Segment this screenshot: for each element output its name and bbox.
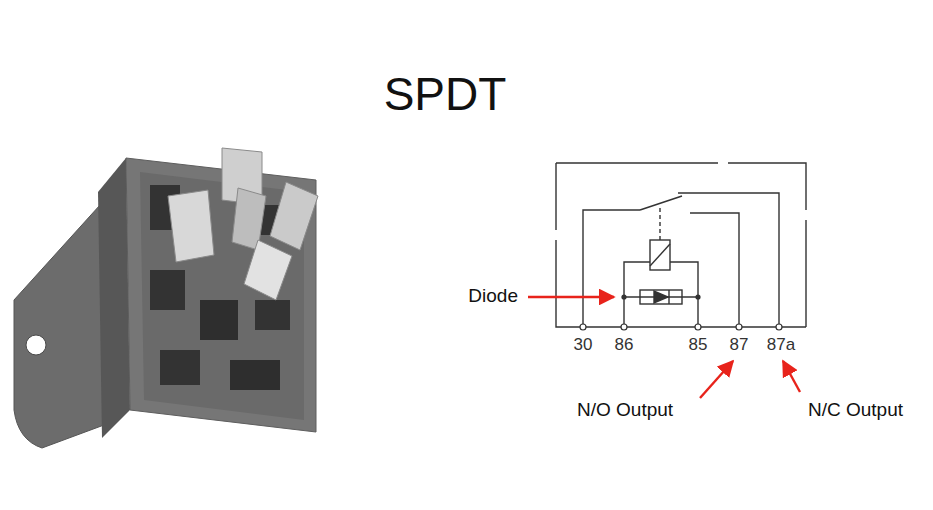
switch-blade — [640, 196, 682, 210]
wire — [624, 262, 650, 327]
pin-terminal — [621, 324, 627, 330]
callout-label: Diode — [468, 285, 518, 307]
terminal-slot — [150, 270, 185, 310]
junction-dots — [621, 294, 700, 299]
title: SPDT — [384, 68, 507, 121]
relay-schematic — [556, 163, 806, 327]
mounting-flange — [14, 205, 104, 448]
terminal-slot — [160, 350, 200, 385]
mounting-hole — [26, 335, 46, 355]
terminal-slot — [230, 360, 280, 390]
pin-number: 85 — [689, 335, 708, 355]
wire — [583, 210, 640, 327]
terminal-tab — [232, 188, 266, 250]
terminal-slot — [255, 300, 290, 330]
wire — [678, 193, 779, 327]
pin-terminal — [736, 324, 742, 330]
diode-symbol — [640, 290, 682, 304]
terminal-tab — [244, 240, 292, 300]
housing-outline — [556, 163, 806, 327]
terminal-slot — [200, 300, 238, 340]
callout-arrows — [528, 297, 800, 398]
junction-dot — [621, 294, 626, 299]
relay-photo — [14, 148, 318, 448]
coil-symbol — [650, 244, 670, 266]
coil-symbol — [650, 240, 670, 270]
callout-arrow — [528, 296, 614, 298]
callout-label: N/O Output — [577, 399, 673, 421]
diode-symbol — [654, 291, 668, 303]
housing-outline — [556, 163, 806, 327]
relay-side — [98, 158, 130, 438]
pin-number: 30 — [574, 335, 593, 355]
callout-arrow — [783, 361, 800, 392]
pin-number: 86 — [615, 335, 634, 355]
callout-arrow — [700, 361, 733, 398]
pin-terminal — [776, 324, 782, 330]
pin-number: 87 — [730, 335, 749, 355]
pins — [580, 324, 782, 330]
pin-terminal — [695, 324, 701, 330]
mechanical-link — [659, 206, 660, 240]
pin-terminal — [580, 324, 586, 330]
terminal-tab — [270, 182, 318, 250]
wire — [670, 262, 698, 327]
terminal-tab — [168, 190, 214, 262]
junction-dot — [695, 294, 700, 299]
pin-number: 87a — [767, 335, 795, 355]
diode-symbol — [668, 290, 669, 304]
callout-label: N/C Output — [808, 399, 903, 421]
